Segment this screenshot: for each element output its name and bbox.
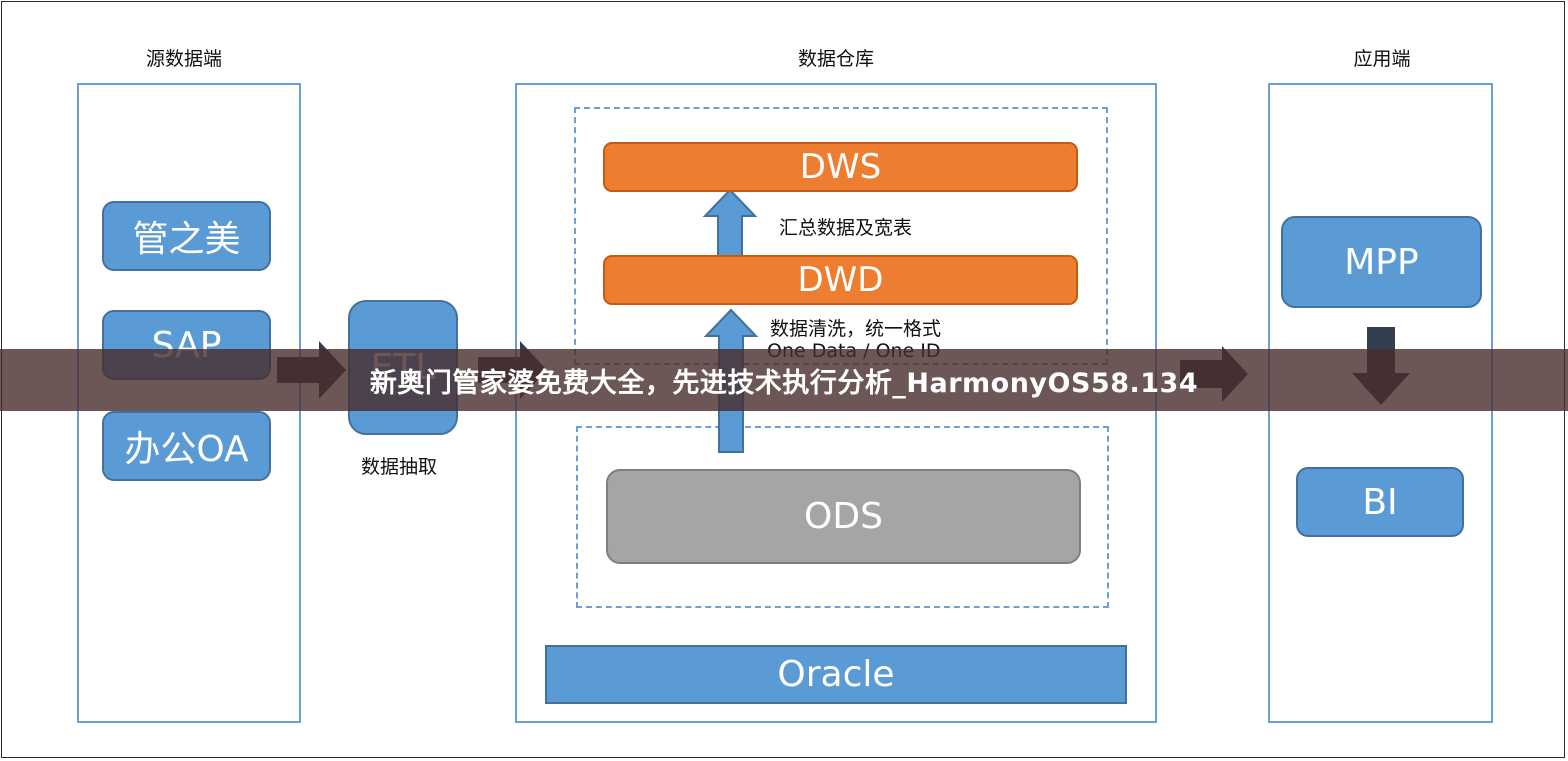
application-column-title: 应用端 <box>1353 48 1411 70</box>
oracle-database: Oracle <box>545 645 1127 704</box>
overlay-banner: 新奥门管家婆免费大全，先进技术执行分析_HarmonyOS58.134 <box>0 349 1568 411</box>
ods-layer-group <box>576 426 1109 608</box>
ods-layer: ODS <box>606 469 1081 564</box>
source-column-title: 源数据端 <box>145 48 223 70</box>
arrow-dwd-to-dws <box>702 188 758 257</box>
warehouse-column-title: 数据仓库 <box>797 48 875 70</box>
application-bi: BI <box>1296 467 1464 537</box>
ods-to-dwd-caption-line1: 数据清洗，统一格式 <box>770 318 942 340</box>
dwd-layer: DWD <box>603 255 1078 305</box>
application-mpp: MPP <box>1281 216 1482 308</box>
dws-layer: DWS <box>603 142 1078 192</box>
source-system-oa: 办公OA <box>102 411 271 481</box>
dwd-to-dws-caption: 汇总数据及宽表 <box>779 217 913 239</box>
banner-text: 新奥门管家婆免费大全，先进技术执行分析_HarmonyOS58.134 <box>369 367 1199 399</box>
source-system-guanzhimei: 管之美 <box>102 201 271 271</box>
etl-caption: 数据抽取 <box>361 456 438 478</box>
